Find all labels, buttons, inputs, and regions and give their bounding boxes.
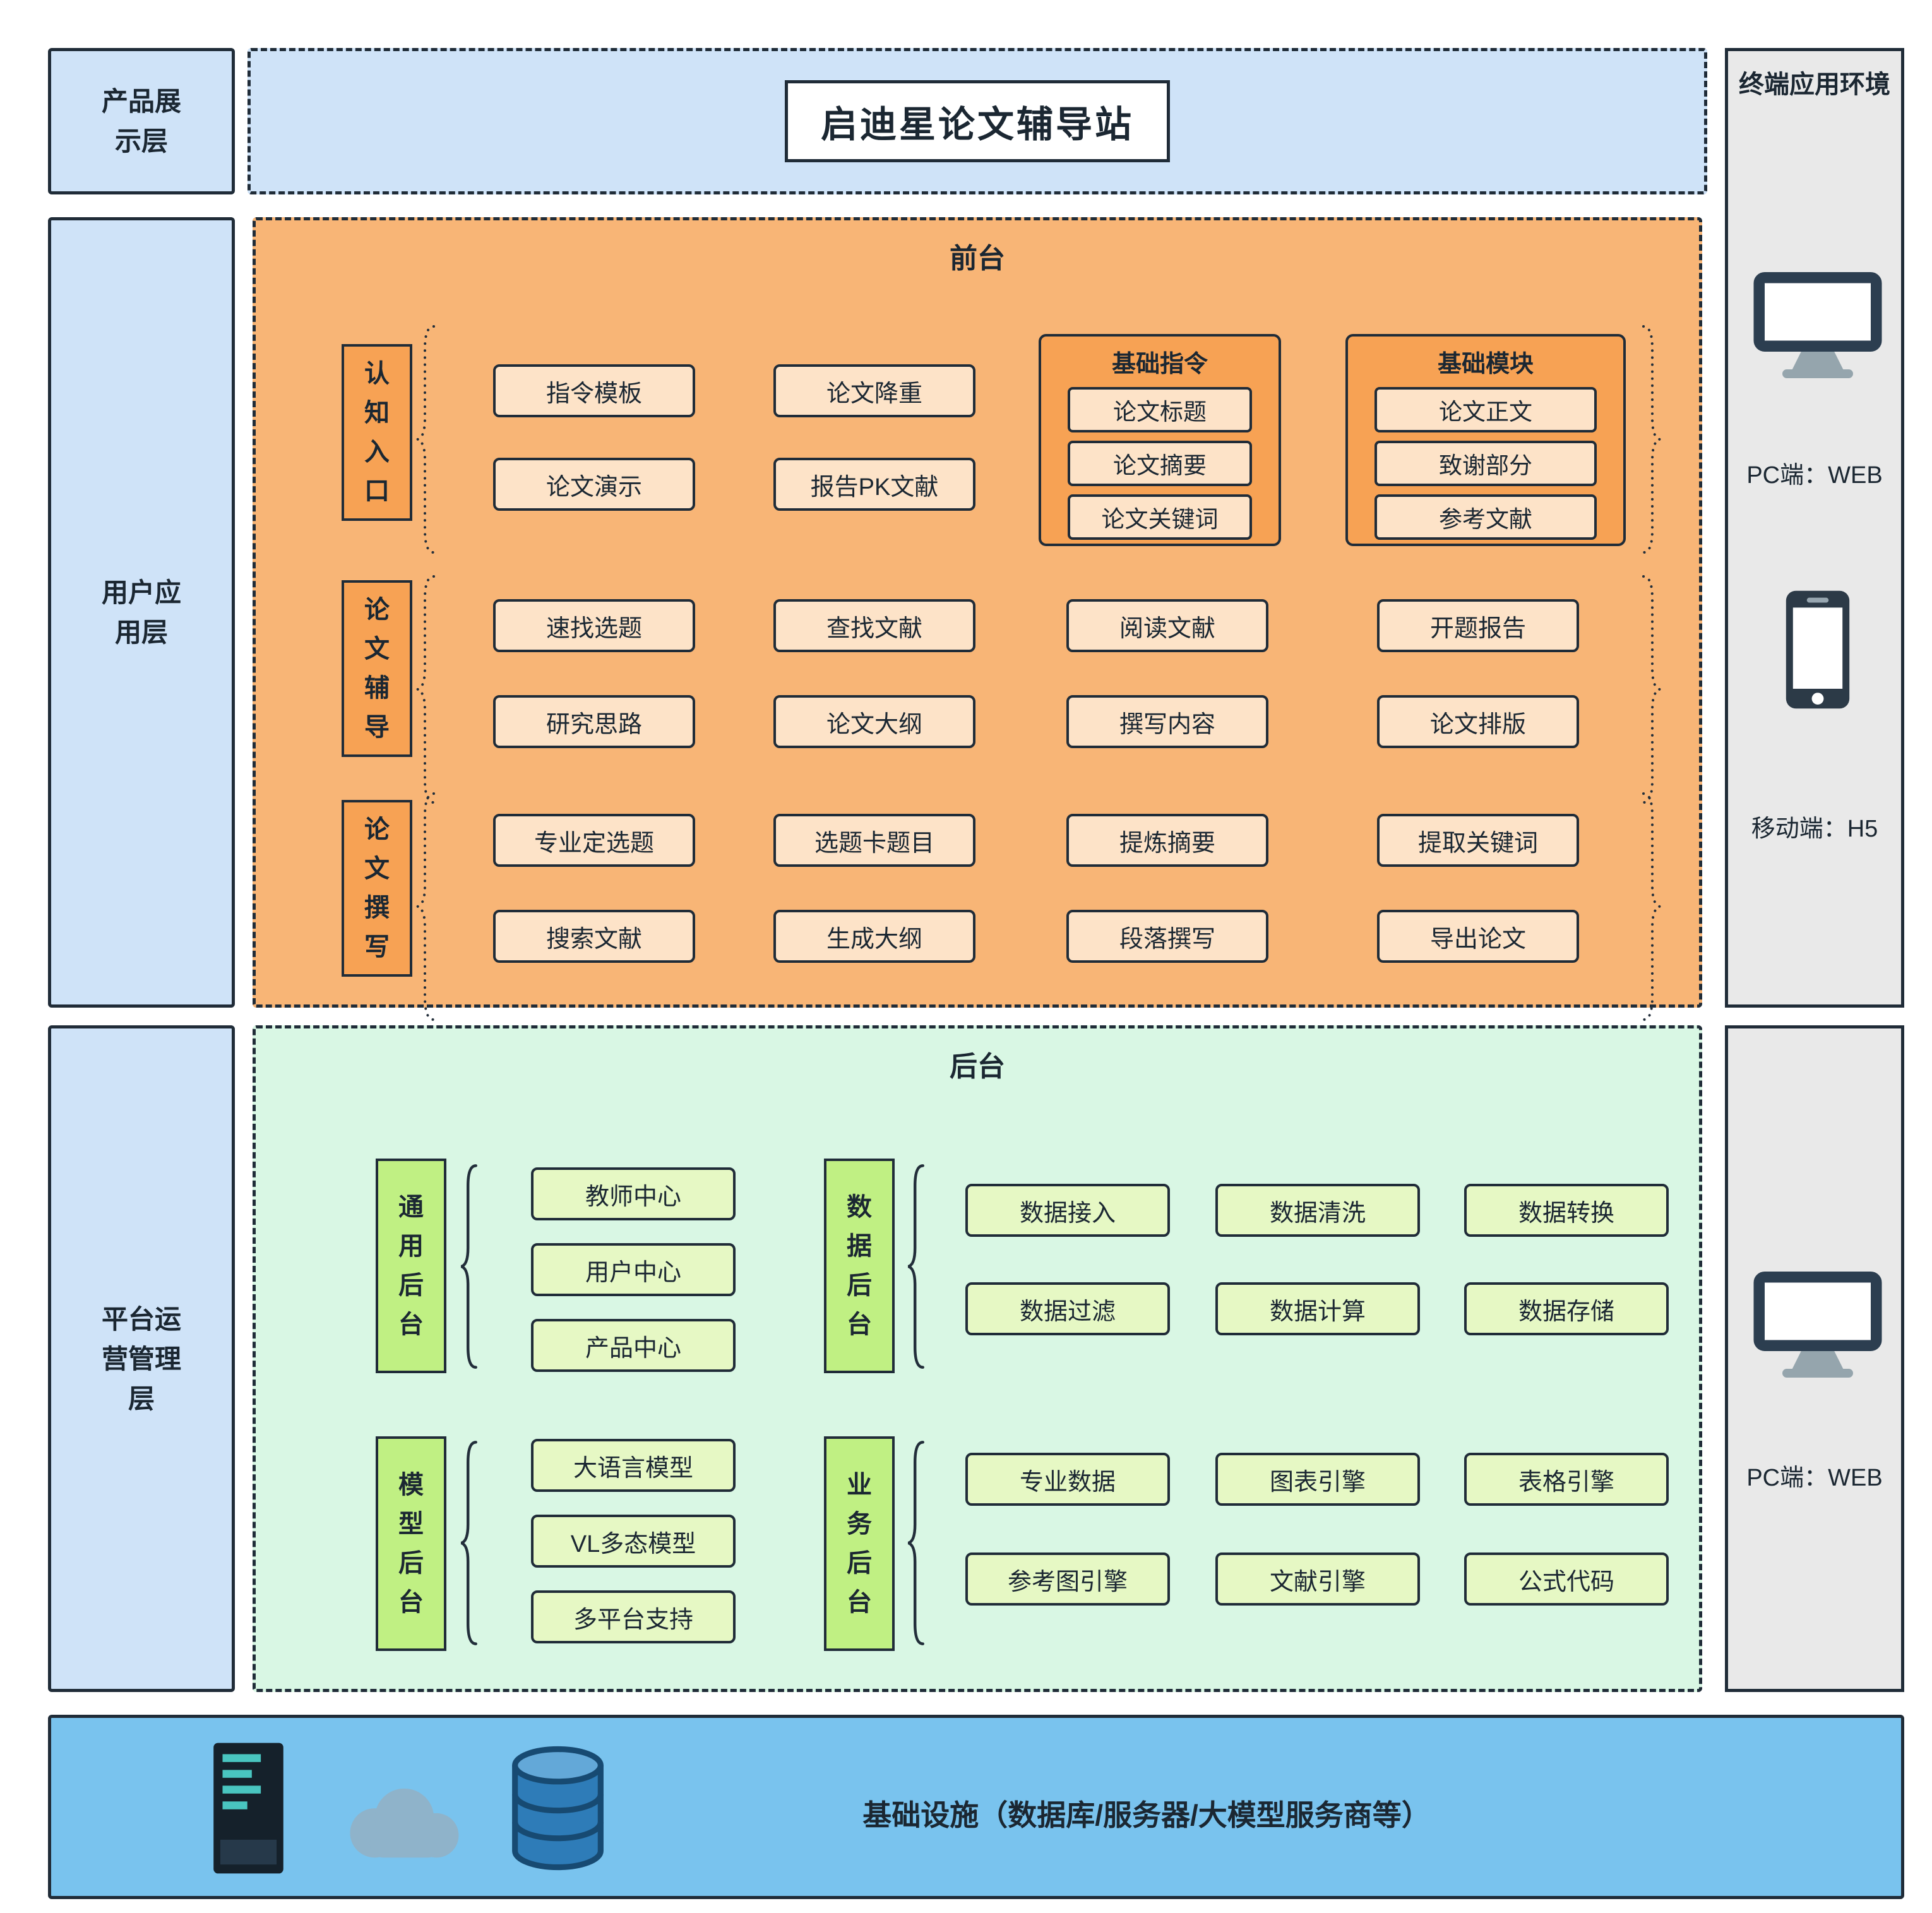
layer-product-display: 产品展 示层 [48, 48, 235, 194]
side-label-text: 论 文 撰 写 [364, 816, 390, 961]
group-basic-modules: 基础模块 论文正文 致谢部分 参考文献 [1345, 334, 1626, 546]
frontend-label: 前台 [950, 243, 1005, 274]
side-label-cognitive-entry: 认 知 入 口 [342, 344, 412, 521]
module-box: 参考文献 [1374, 494, 1597, 540]
module-box: 数据存储 [1464, 1282, 1669, 1335]
left-brace-icon [416, 325, 435, 554]
module-box: 数据接入 [965, 1184, 1170, 1237]
module-box: 专业定选题 [493, 814, 695, 867]
left-brace-icon [416, 575, 435, 804]
module-box: 参考图引擎 [965, 1552, 1170, 1606]
module-box: 产品中心 [531, 1319, 736, 1372]
left-brace-icon [454, 1162, 484, 1371]
terminal-title: 终端应用环境 [1739, 71, 1890, 98]
module-box: 文献引擎 [1215, 1552, 1420, 1606]
module-box: 图表引擎 [1215, 1453, 1420, 1506]
module-box: 提炼摘要 [1066, 814, 1268, 867]
monitor-icon [1751, 1272, 1884, 1382]
terminal-environment-panel: 终端应用环境 PC端：WEB 移动端：H5 [1725, 48, 1904, 1008]
left-brace-icon [454, 1439, 484, 1647]
layer-label: 用户应 用层 [101, 578, 181, 647]
side-label-general-backend: 通 用 后 台 [376, 1159, 446, 1373]
module-box: 选题卡题目 [773, 814, 975, 867]
side-label-text: 通 用 后 台 [398, 1193, 424, 1338]
mobile-h5-label: 移动端：H5 [1751, 816, 1878, 842]
backend-label: 后台 [950, 1051, 1005, 1082]
module-box: 大语言模型 [531, 1439, 736, 1492]
module-box: 论文标题 [1068, 387, 1252, 432]
module-box: 搜索文献 [493, 910, 695, 963]
side-label-business-backend: 业 务 后 台 [824, 1436, 895, 1651]
layer-label: 平台运 营管理 层 [101, 1304, 181, 1414]
module-box: 论文排版 [1377, 695, 1579, 748]
side-label-thesis-tutoring: 论 文 辅 导 [342, 580, 412, 757]
group-title: 基础指令 [1111, 351, 1208, 378]
module-box: 报告PK文献 [773, 458, 975, 511]
module-box: 开题报告 [1377, 599, 1579, 652]
server-icon [213, 1743, 283, 1874]
module-box: 教师中心 [531, 1167, 736, 1220]
module-box: 论文摘要 [1068, 441, 1252, 486]
module-box: 论文关键词 [1068, 494, 1252, 540]
left-brace-icon [901, 1439, 931, 1647]
product-display-panel: 启迪星论文辅导站 [247, 48, 1707, 194]
module-box: 段落撰写 [1066, 910, 1268, 963]
backend-panel: 后台 通 用 后 台 教师中心 用户中心 产品中心 数 据 后 台 数据接入 数… [253, 1025, 1702, 1692]
layer-platform-operations: 平台运 营管理 层 [48, 1025, 235, 1692]
group-title: 基础模块 [1437, 351, 1534, 378]
side-label-data-backend: 数 据 后 台 [824, 1159, 895, 1373]
module-box: 生成大纲 [773, 910, 975, 963]
product-title: 启迪星论文辅导站 [784, 80, 1170, 162]
module-box: 致谢部分 [1374, 441, 1597, 486]
module-box: 表格引擎 [1464, 1453, 1669, 1506]
monitor-icon [1751, 272, 1884, 383]
module-box: 论文大纲 [773, 695, 975, 748]
side-label-thesis-writing: 论 文 撰 写 [342, 800, 412, 977]
module-box: VL多态模型 [531, 1515, 736, 1568]
module-box: 速找选题 [493, 599, 695, 652]
smartphone-icon [1786, 590, 1850, 709]
module-box: 数据计算 [1215, 1282, 1420, 1335]
module-box: 数据转换 [1464, 1184, 1669, 1237]
side-label-text: 业 务 后 台 [847, 1471, 872, 1616]
left-brace-icon [901, 1162, 931, 1371]
right-brace-icon [1642, 792, 1661, 1021]
module-box: 公式代码 [1464, 1552, 1669, 1606]
module-box: 论文正文 [1374, 387, 1597, 432]
infrastructure-bar: 基础设施（数据库/服务器/大模型服务商等） [48, 1715, 1904, 1899]
module-box: 用户中心 [531, 1243, 736, 1296]
side-label-model-backend: 模 型 后 台 [376, 1436, 446, 1651]
frontend-panel: 前台 认 知 入 口 指令模板 论文演示 论文降重 报告PK文献 基础指令 论文… [253, 217, 1702, 1021]
module-box: 研究思路 [493, 695, 695, 748]
module-box: 数据清洗 [1215, 1184, 1420, 1237]
module-box: 指令模板 [493, 364, 695, 417]
side-label-text: 数 据 后 台 [847, 1193, 872, 1338]
side-label-text: 认 知 入 口 [364, 360, 390, 505]
right-brace-icon [1642, 575, 1661, 804]
side-label-text: 模 型 后 台 [398, 1471, 424, 1616]
layer-user-application: 用户应 用层 [48, 217, 235, 1008]
right-brace-icon [1642, 325, 1661, 554]
module-box: 阅读文献 [1066, 599, 1268, 652]
terminal-pc-panel: PC端：WEB [1725, 1025, 1904, 1692]
module-box: 导出论文 [1377, 910, 1579, 963]
pc-web-label: PC端：WEB [1746, 462, 1883, 489]
module-box: 提取关键词 [1377, 814, 1579, 867]
module-box: 论文演示 [493, 458, 695, 511]
pc-web-label: PC端：WEB [1746, 1465, 1883, 1491]
module-box: 多平台支持 [531, 1590, 736, 1643]
module-box: 数据过滤 [965, 1282, 1170, 1335]
module-box: 论文降重 [773, 364, 975, 417]
module-box: 查找文献 [773, 599, 975, 652]
layer-label: 产品展 示层 [101, 86, 181, 156]
infrastructure-label: 基础设施（数据库/服务器/大模型服务商等） [862, 1799, 1431, 1832]
group-basic-instructions: 基础指令 论文标题 论文摘要 论文关键词 [1039, 334, 1281, 546]
side-label-text: 论 文 辅 导 [364, 596, 390, 741]
module-box: 撰写内容 [1066, 695, 1268, 748]
left-brace-icon [416, 792, 435, 1021]
module-box: 专业数据 [965, 1453, 1170, 1506]
